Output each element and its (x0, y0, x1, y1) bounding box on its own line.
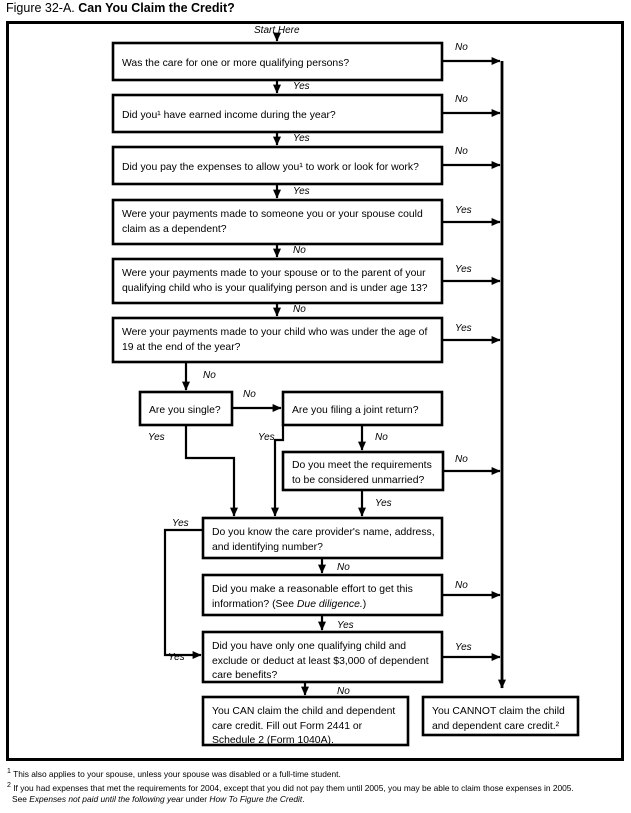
node-q1[interactable]: Was the care for one or more qualifying … (111, 41, 444, 82)
node-q4-line-1: claim as a dependent? (122, 224, 227, 235)
edge-label-no9: No (455, 454, 468, 465)
node-q11-prefix: information? (See (212, 599, 297, 610)
edge-label-yes10: Yes (172, 518, 189, 529)
node-q9-line-1: to be considered unmarried? (292, 475, 424, 486)
node-q2[interactable]: Did you¹ have earned income during the y… (111, 93, 444, 134)
node-q5[interactable]: Were your payments made to your spouse o… (111, 257, 444, 305)
edge-q8-yes (271, 425, 285, 517)
node-end-cannot-line-0: You CANNOT claim the child (432, 706, 565, 717)
node-q10[interactable]: Do you know the care provider's name, ad… (201, 516, 444, 560)
edge-label-yes6: Yes (455, 323, 472, 334)
edge-label-yes7: Yes (148, 432, 165, 443)
node-end-can-line-1: care credit. Fill out Form 2441 or (212, 721, 363, 732)
node-q12-line-1: exclude or deduct at least $3,000 of dep… (212, 656, 429, 667)
footnote-2-pre: See (12, 794, 30, 804)
edge-label-no3: No (455, 146, 468, 157)
node-q6[interactable]: Were your payments made to your child wh… (111, 316, 444, 364)
node-q9-line-0: Do you meet the requirements (292, 460, 432, 471)
node-q7-line-0: Are you single? (149, 405, 221, 416)
edge-label-yes3: Yes (293, 186, 310, 197)
edge-label-no10: No (337, 562, 350, 573)
edge-label-yes2: Yes (293, 133, 310, 144)
edge-label-no5: No (293, 304, 306, 315)
edge-label-yes11: Yes (337, 620, 354, 631)
edge-label-yes12: Yes (168, 652, 185, 663)
footnote-2: 2 If you had expenses that met the requi… (7, 780, 627, 794)
edge-label-no1: No (455, 42, 468, 53)
node-q11-line-1: information? (See Due diligence.) (212, 599, 366, 610)
edge-label-yes8: Yes (258, 432, 275, 443)
edge-label-yes4: Yes (455, 205, 472, 216)
edge-q7-yes (184, 425, 238, 517)
edge-label-yes1: Yes (293, 81, 310, 92)
page-title: Figure 32-A. Can You Claim the Credit? (6, 1, 235, 15)
node-q12-line-2: care benefits? (212, 670, 277, 681)
edge-label-no6: No (203, 370, 216, 381)
footnote-2-continued: See Expenses not paid until the followin… (7, 794, 627, 805)
edge-label-layer: No Yes No Yes No Yes Yes No Yes No Yes N… (148, 42, 472, 697)
node-q5-line-0: Were your payments made to your spouse o… (122, 268, 426, 279)
edge-label-yes13: Yes (455, 642, 472, 653)
edge-label-no2: No (455, 94, 468, 105)
footnote-2-marker: 2 (7, 782, 11, 789)
footnote-1-marker: 1 (7, 768, 11, 775)
node-q7[interactable]: Are you single? (138, 390, 234, 427)
node-end-can-line-0: You CAN claim the child and dependent (212, 706, 395, 717)
node-q11-italic: Due diligence. (297, 599, 363, 610)
footnote-2-mid: under (183, 794, 210, 804)
node-q11-suffix: ) (363, 599, 366, 610)
figure-title: Can You Claim the Credit? (78, 1, 235, 15)
node-q8-line-0: Are you filing a joint return? (292, 405, 419, 416)
node-q4-line-0: Were your payments made to someone you o… (122, 209, 423, 220)
node-q1-line-0: Was the care for one or more qualifying … (122, 58, 349, 69)
footnote-1-text: This also applies to your spouse, unless… (13, 768, 341, 779)
figure-number: Figure 32-A. (6, 1, 75, 15)
edge-q10-yes (163, 528, 203, 659)
node-q3[interactable]: Did you pay the expenses to allow you¹ t… (111, 145, 444, 186)
footnote-2-italic-2: How To Figure the Credit (209, 794, 303, 804)
connector-layer (163, 32, 506, 696)
edge-label-yes5: Yes (455, 264, 472, 275)
node-end-can-line-2: Schedule 2 (Form 1040A). (212, 735, 334, 746)
footnotes: 1 This also applies to your spouse, unle… (7, 766, 627, 805)
flowchart-canvas: Was the care for one or more qualifying … (6, 21, 624, 761)
edge-label-no12: No (337, 686, 350, 697)
start-here-label: Start Here (254, 25, 300, 36)
node-end-cannot[interactable]: You CANNOT claim the child and dependent… (421, 695, 580, 737)
node-end-cannot-line-1: and dependent care credit.² (432, 721, 560, 732)
node-end-can[interactable]: You CAN claim the child and dependent ca… (201, 695, 410, 747)
node-q8[interactable]: Are you filing a joint return? (281, 390, 444, 427)
footnote-1: 1 This also applies to your spouse, unle… (7, 766, 627, 780)
node-q2-line-0: Did you¹ have earned income during the y… (122, 110, 336, 121)
node-q12-line-0: Did you have only one qualifying child a… (212, 641, 406, 652)
footnote-2-post: . (302, 794, 305, 804)
figure-frame (6, 21, 624, 761)
edge-label-no8: No (375, 432, 388, 443)
node-q11[interactable]: Did you make a reasonable effort to get … (201, 573, 444, 617)
node-q11-line-0: Did you make a reasonable effort to get … (212, 584, 413, 595)
node-q6-line-0: Were your payments made to your child wh… (122, 327, 427, 338)
edge-label-no4: No (293, 245, 306, 256)
node-q3-line-0: Did you pay the expenses to allow you¹ t… (122, 162, 419, 173)
node-q9[interactable]: Do you meet the requirements to be consi… (281, 450, 445, 492)
footnote-2-text: If you had expenses that met the require… (13, 782, 574, 793)
edge-label-no7: No (243, 389, 256, 400)
node-q6-line-1: 19 at the end of the year? (122, 342, 241, 353)
footnote-2-italic-1: Expenses not paid until the following ye… (29, 794, 184, 804)
node-q4[interactable]: Were your payments made to someone you o… (111, 198, 444, 246)
edge-label-no11: No (455, 580, 468, 591)
node-q10-line-1: and identifying number? (212, 542, 323, 553)
node-q5-line-1: qualifying child who is your qualifying … (122, 283, 428, 294)
node-q12[interactable]: Did you have only one qualifying child a… (201, 630, 444, 684)
edge-label-yes9: Yes (375, 498, 392, 509)
node-q10-line-0: Do you know the care provider's name, ad… (212, 527, 435, 538)
